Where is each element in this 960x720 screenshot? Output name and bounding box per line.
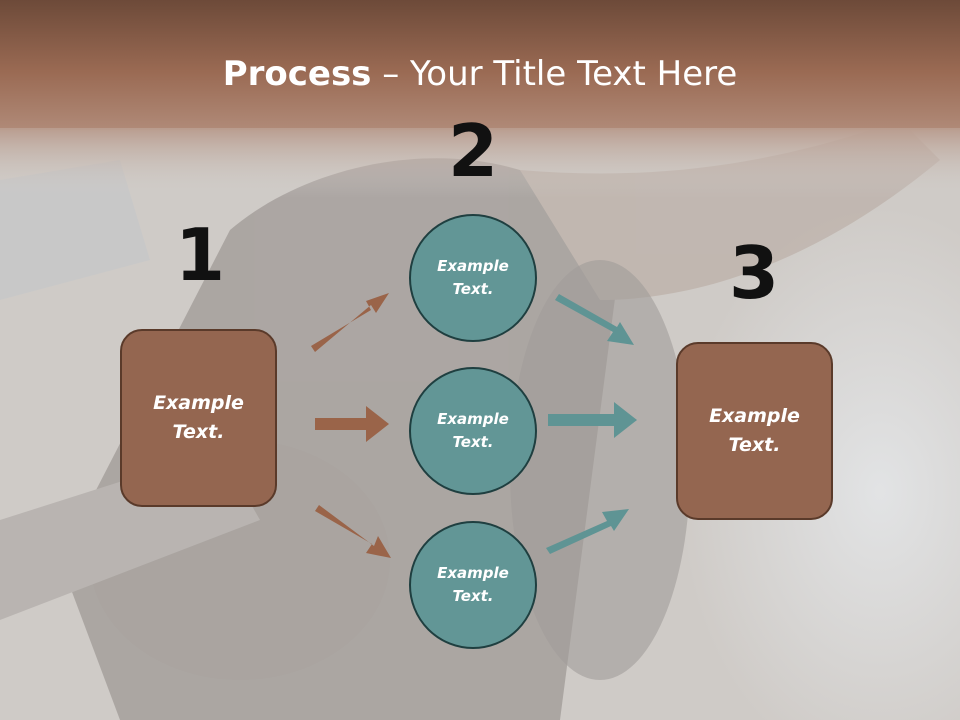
step-2-number: 2 bbox=[447, 109, 499, 193]
step-3-text: Example Text. bbox=[709, 405, 800, 456]
circle-top: Example Text. bbox=[409, 214, 537, 342]
arrow-bottom-to-box3 bbox=[546, 509, 629, 554]
step-1-number: 1 bbox=[174, 213, 226, 297]
title-rest: – Your Title Text Here bbox=[371, 54, 738, 94]
arrow-box1-to-bottom bbox=[315, 505, 391, 558]
step-1-box: Example Text. bbox=[120, 329, 277, 507]
circle-top-text: Example Text. bbox=[437, 257, 509, 298]
step-1-text: Example Text. bbox=[153, 392, 244, 443]
arrow-box1-to-middle bbox=[315, 406, 389, 442]
circle-middle: Example Text. bbox=[409, 367, 537, 495]
circle-bottom-text: Example Text. bbox=[437, 564, 509, 605]
slide-title: Process – Your Title Text Here bbox=[0, 52, 960, 96]
title-bold: Process bbox=[222, 54, 372, 94]
arrow-middle-to-box3 bbox=[548, 402, 637, 438]
circle-middle-text: Example Text. bbox=[437, 410, 509, 451]
circle-bottom: Example Text. bbox=[409, 521, 537, 649]
step-3-box: Example Text. bbox=[676, 342, 833, 520]
arrow-box1-to-top bbox=[311, 293, 389, 352]
arrow-top-to-box3 bbox=[555, 294, 634, 345]
step-3-number: 3 bbox=[728, 231, 780, 315]
